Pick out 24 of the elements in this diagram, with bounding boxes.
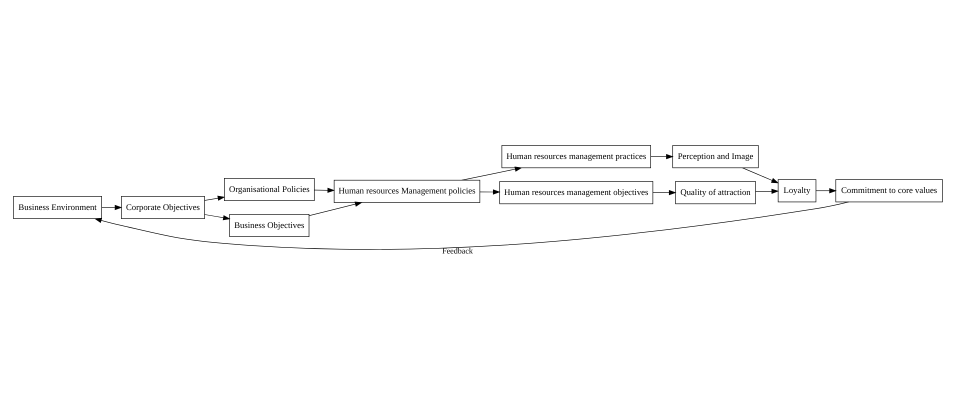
arrow bbox=[742, 167, 779, 183]
arrow bbox=[314, 187, 335, 192]
arrow bbox=[816, 188, 837, 193]
node-box: Human resources Management policies bbox=[334, 179, 480, 202]
node-box: Organisational Policies bbox=[224, 178, 315, 200]
arrow bbox=[308, 201, 362, 216]
arrow bbox=[755, 188, 779, 194]
arrow bbox=[204, 214, 231, 220]
arrow bbox=[461, 166, 522, 180]
node-box: Human resources management objectives bbox=[499, 180, 654, 204]
arrow bbox=[94, 201, 849, 250]
node-box: Human resources management practices bbox=[502, 144, 651, 168]
arrow bbox=[480, 188, 500, 194]
arrow bbox=[650, 154, 674, 159]
node-box: Corporate Objectives bbox=[121, 196, 205, 218]
arrow bbox=[101, 204, 122, 210]
node-box: Commitment to core values bbox=[836, 178, 943, 202]
arrow bbox=[204, 195, 226, 200]
node-box: Business Environment bbox=[13, 196, 102, 218]
node-box: Quality of attraction bbox=[675, 180, 756, 204]
node-box: Perception and Image bbox=[672, 144, 759, 168]
node-box: Business Objectives bbox=[229, 214, 310, 236]
arrow bbox=[652, 190, 676, 195]
node-box: Loyalty bbox=[778, 178, 816, 202]
